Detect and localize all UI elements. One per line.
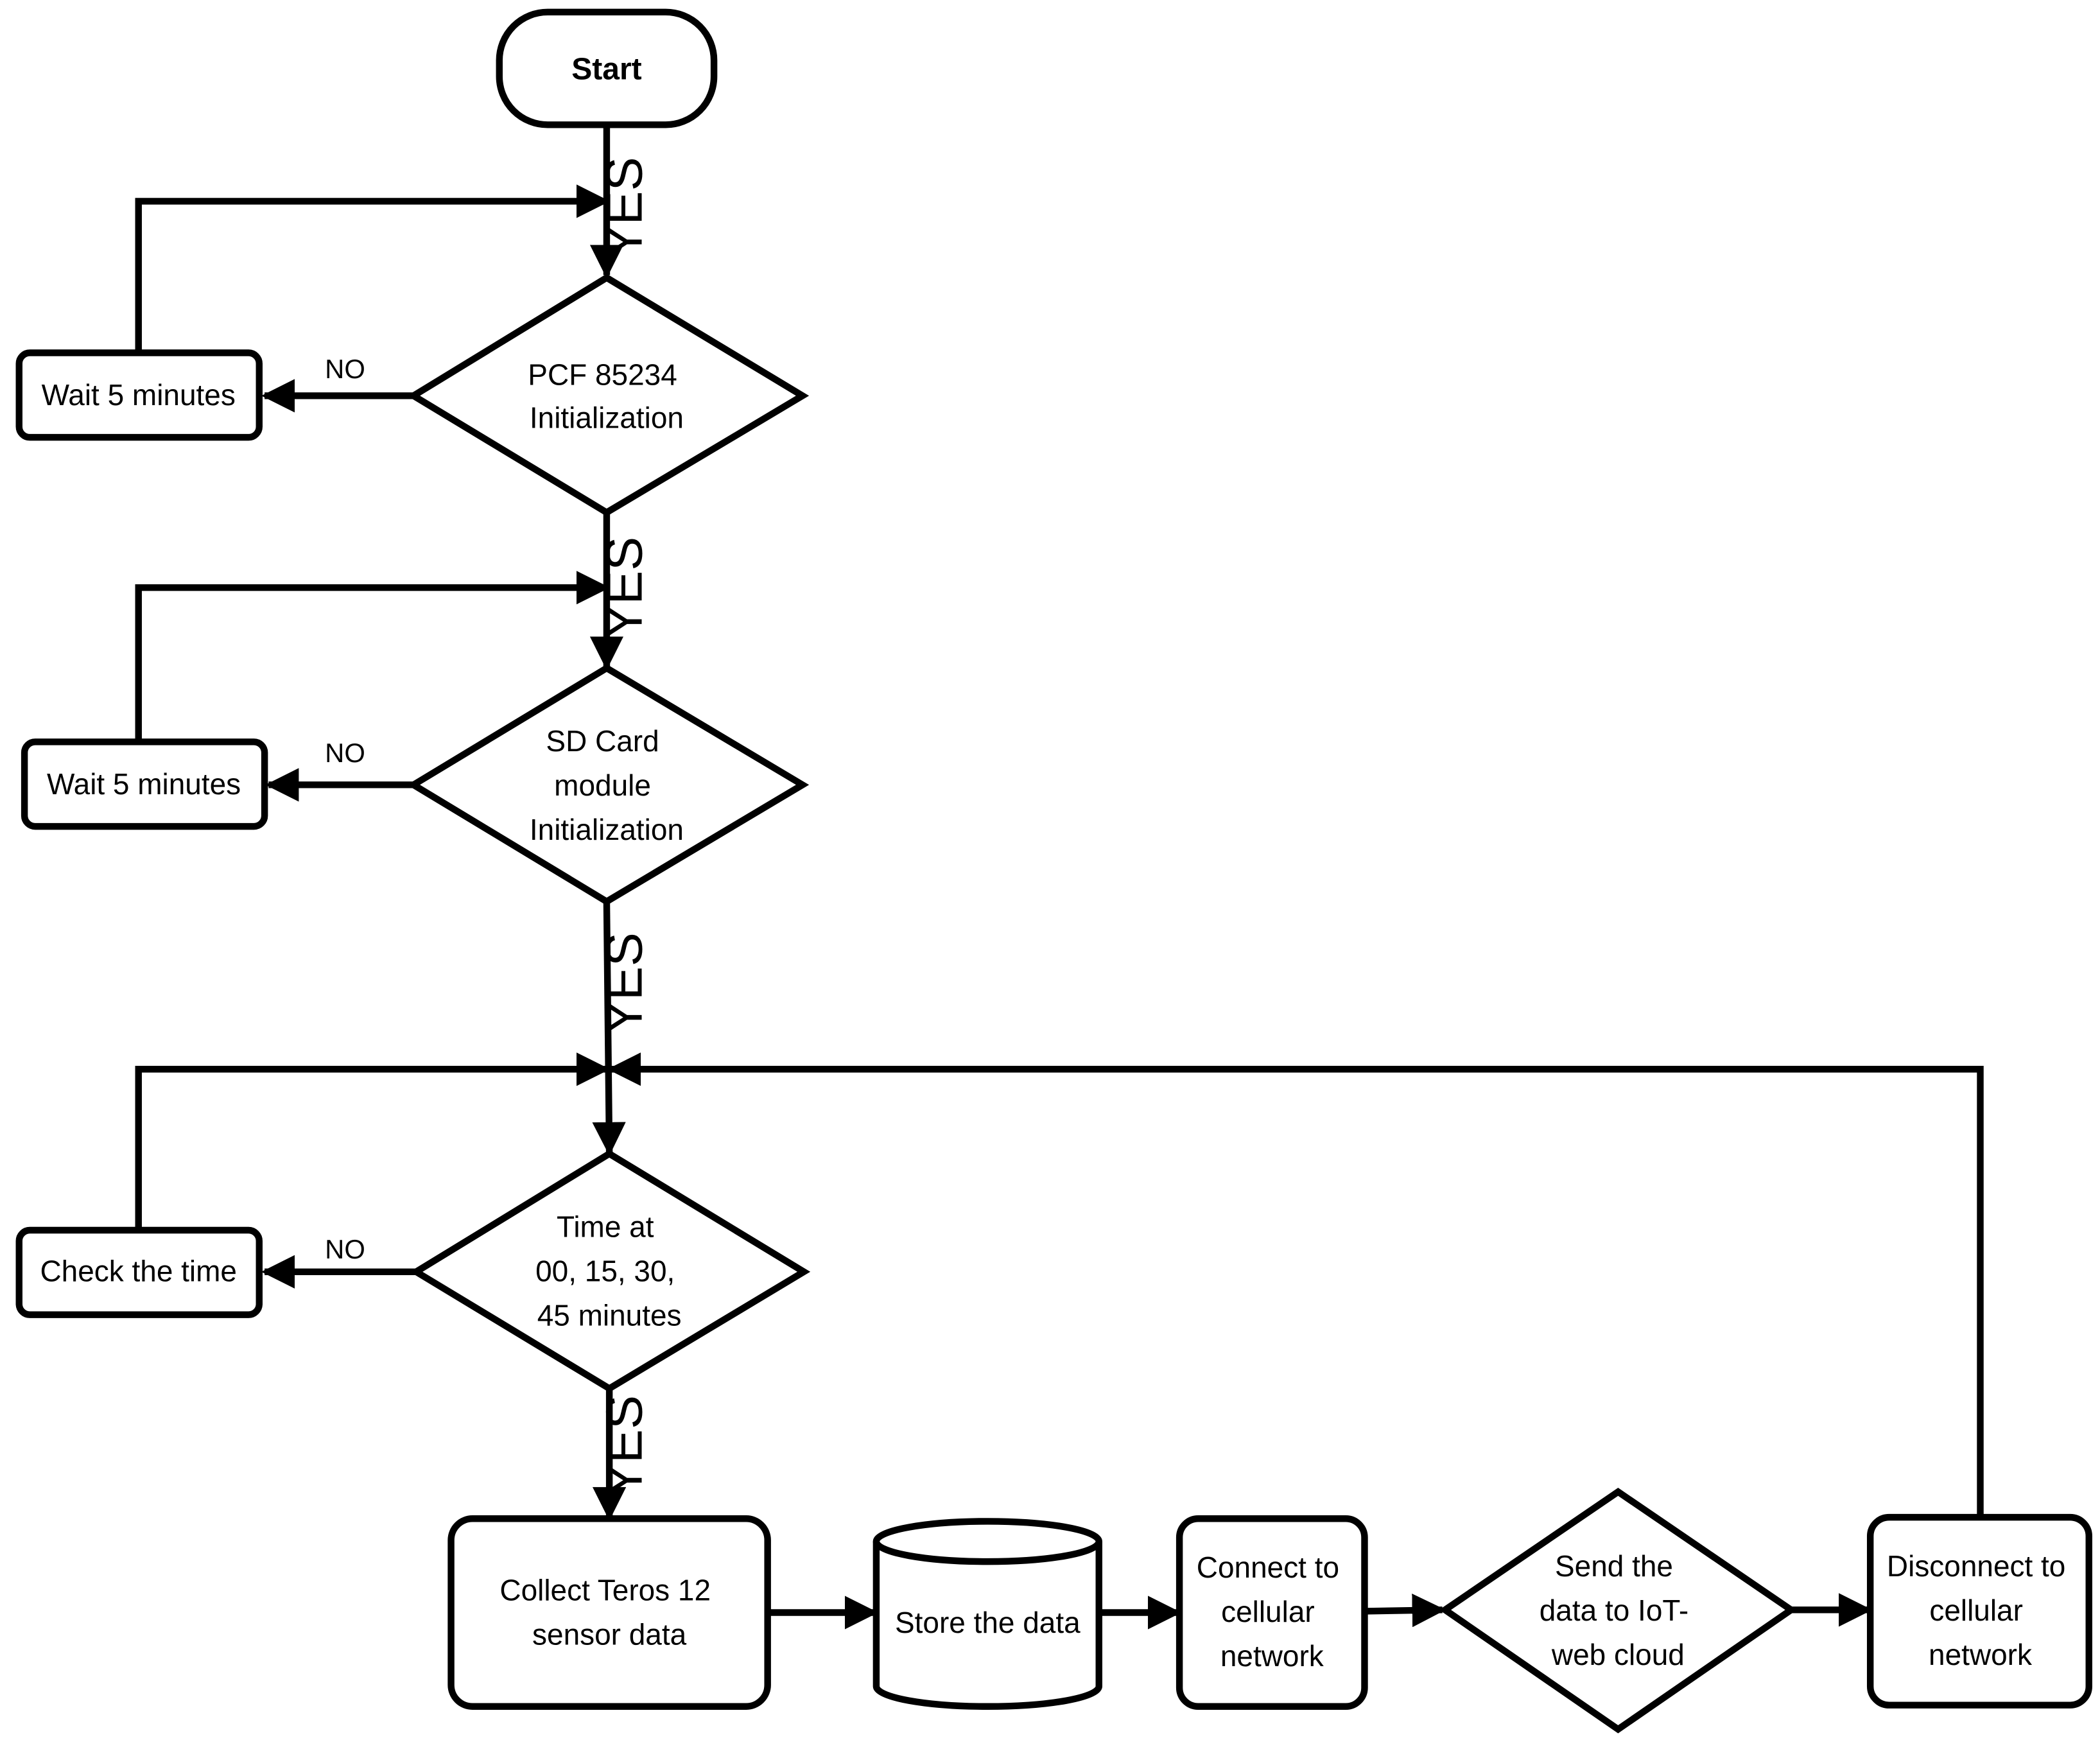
edge-sd-to-time <box>592 901 626 1156</box>
label-time-no: NO <box>325 1234 365 1264</box>
connect-line-1: Connect to <box>1197 1551 1339 1584</box>
edge-checktime-loop-back <box>135 1052 611 1231</box>
collect-label: Collect Teros 12 sensor data <box>499 1574 718 1651</box>
edge-disconnect-loop-back <box>607 1052 1984 1518</box>
store-cylinder-top <box>872 1518 1102 1565</box>
label-start-yes: YES <box>595 157 652 259</box>
collect-node: Collect Teros 12 sensor data <box>447 1515 771 1710</box>
check-time-label: Check the time <box>40 1254 236 1287</box>
start-node: Start <box>496 8 718 128</box>
wait-1-label: Wait 5 minutes <box>42 378 236 412</box>
time-check-label: Time at 00, 15, 30, 45 minutes <box>535 1210 683 1332</box>
label-pcf-no: NO <box>325 354 365 384</box>
pcf-init-decision: PCF 85234 Initialization <box>407 274 810 517</box>
time-check-line-2: 00, 15, 30, <box>535 1254 675 1287</box>
wait-1-box <box>15 349 263 441</box>
sd-init-line-1: SD Card <box>546 724 659 758</box>
label-sd-yes: YES <box>595 932 652 1034</box>
check-time-box <box>15 1226 263 1318</box>
send-label: Send the data to IoT- web cloud <box>1540 1549 1697 1671</box>
start-terminal <box>496 8 718 128</box>
sd-init-line-2: module <box>554 769 651 802</box>
connect-line-3: network <box>1220 1639 1324 1673</box>
store-label: Store the data <box>895 1606 1080 1639</box>
connect-line-2: cellular <box>1221 1595 1315 1628</box>
collect-line-1: Collect Teros 12 <box>499 1574 711 1607</box>
wait-2-box <box>21 738 268 830</box>
sd-init-line-3: Initialization <box>530 813 684 846</box>
connect-node: Connect to cellular network <box>1176 1515 1368 1710</box>
send-line-1: Send the <box>1555 1549 1673 1583</box>
disconnect-node: Disconnect to cellular network <box>1866 1513 2092 1709</box>
connect-label: Connect to cellular network <box>1197 1551 1348 1673</box>
start-label: Start <box>571 52 641 86</box>
edge-wait1-loop-back <box>135 184 611 353</box>
disconnect-line-1: Disconnect to <box>1887 1549 2065 1583</box>
edge-labels: YES NO YES NO YES NO YES <box>325 157 652 1497</box>
wait-2-node: Wait 5 minutes <box>21 738 268 830</box>
store-node: Store the data <box>872 1518 1102 1710</box>
collect-box <box>447 1515 771 1710</box>
sd-init-decision: SD Card module Initialization <box>406 664 810 906</box>
sd-init-label: SD Card module Initialization <box>530 724 684 846</box>
send-line-2: data to IoT- <box>1540 1594 1688 1627</box>
label-pcf-yes: YES <box>595 537 652 639</box>
check-time-node: Check the time <box>15 1226 263 1318</box>
pcf-init-label: PCF 85234 Initialization <box>528 358 685 435</box>
wait-2-label: Wait 5 minutes <box>47 767 241 801</box>
time-check-line-3: 45 minutes <box>537 1298 682 1332</box>
pcf-init-diamond <box>407 274 810 517</box>
store-cylinder <box>872 1541 1102 1710</box>
disconnect-box <box>1866 1513 2092 1709</box>
time-check-line-1: Time at <box>557 1210 654 1243</box>
disconnect-line-3: network <box>1929 1638 2033 1671</box>
edges <box>135 125 1984 1630</box>
send-diamond <box>1439 1488 1798 1734</box>
wait-1-node: Wait 5 minutes <box>15 349 263 441</box>
disconnect-label: Disconnect to cellular network <box>1887 1549 2074 1671</box>
edge-connect-to-send <box>1364 1594 1446 1628</box>
pcf-init-line-2: Initialization <box>530 401 684 435</box>
collect-line-2: sensor data <box>532 1618 687 1651</box>
time-check-decision: Time at 00, 15, 30, 45 minutes <box>410 1149 811 1393</box>
connect-box <box>1176 1515 1368 1710</box>
time-check-diamond <box>410 1149 811 1393</box>
disconnect-line-2: cellular <box>1929 1594 2023 1627</box>
sd-init-diamond <box>406 664 810 906</box>
pcf-init-line-1: PCF 85234 <box>528 358 677 392</box>
label-sd-no: NO <box>325 738 365 768</box>
edge-wait2-loop-back <box>135 571 611 742</box>
label-time-yes: YES <box>595 1395 652 1497</box>
send-decision: Send the data to IoT- web cloud <box>1439 1488 1798 1734</box>
send-line-3: web cloud <box>1551 1638 1685 1671</box>
